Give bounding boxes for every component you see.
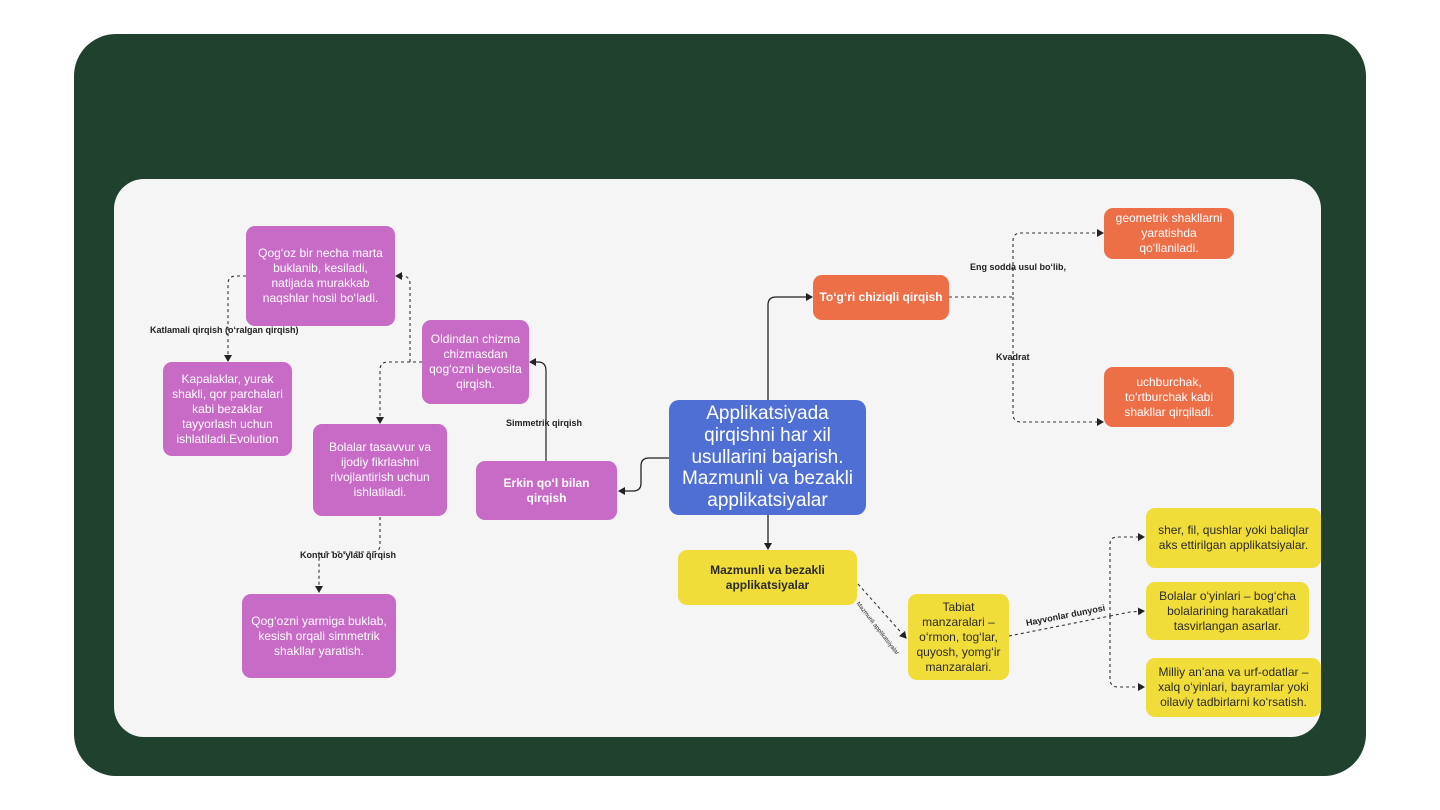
node-text: Qog‘oz bir necha marta buklanib, kesilad… (258, 246, 383, 305)
node-text: Kapalaklar, yurak shakli, qor parchalari… (172, 371, 283, 446)
link-bolalar-to-yarmiga (315, 517, 381, 593)
central-topic-text: Applikatsiyada qirqishni har xil usullar… (681, 402, 854, 512)
node-text: Erkin qo‘l bilan qirqish (503, 475, 590, 505)
link-togri-to-geometrik (949, 229, 1104, 298)
node-text: To‘g‘ri chiziqli qirqish (819, 290, 943, 304)
node-text: sher, fil, qushlar yoki baliqlar aks ett… (1158, 523, 1309, 552)
link-to-sher (1109, 533, 1145, 616)
edge-label-eng-sodda: Eng sodda usul bo‘lib, (970, 262, 1066, 272)
node-yarmiga-buklab[interactable]: Qog‘ozni yarmiga buklab, kesish orqali s… (242, 594, 396, 678)
node-geometrik[interactable]: geometrik shakllarni yaratishda qo‘llani… (1104, 208, 1234, 259)
node-erkin-qol[interactable]: Erkin qo‘l bilan qirqish (476, 461, 617, 520)
node-kapalaklar[interactable]: Kapalaklar, yurak shakli, qor parchalari… (163, 362, 292, 456)
link-oldindan-to-qogoz (395, 272, 422, 363)
link-tabiat-to-center (1008, 615, 1111, 637)
node-bolalar-tasavvur[interactable]: Bolalar tasavvur va ijodiy fikrlashni ri… (313, 424, 447, 516)
node-text: Mazmunli va bezakli applikatsiyalar (710, 562, 825, 592)
node-togri-chiziqli[interactable]: To‘g‘ri chiziqli qirqish (813, 275, 949, 320)
node-oldindan-chizma[interactable]: Oldindan chizma chizmasdan qog‘ozni bevo… (422, 320, 529, 404)
node-text: Bolalar o‘yinlari – bog‘cha bolalarining… (1159, 588, 1296, 633)
link-to-bolalar-oyinlari (1109, 607, 1145, 617)
node-text: Bolalar tasavvur va ijodiy fikrlashni ri… (328, 440, 432, 499)
link-to-milliy (1109, 616, 1145, 691)
link-central-to-erkin (618, 457, 669, 495)
node-text: Oldindan chizma chizmasdan qog‘ozni bevo… (429, 332, 522, 391)
node-bolalar-oyinlari[interactable]: Bolalar o‘yinlari – bog‘cha bolalarining… (1146, 582, 1309, 640)
link-oldindan-to-bolalar (376, 361, 422, 424)
edge-label-kontur: Kontur bo‘ylab qirqish (300, 550, 396, 560)
edge-label-simmetrik: Simmetrik qirqish (506, 418, 583, 428)
node-text: Milliy an’ana va urf-odatlar – xalq o‘yi… (1158, 665, 1309, 709)
node-tabiat[interactable]: Tabiat manzaralari – o‘rmon, tog‘lar, qu… (908, 594, 1009, 680)
node-sher[interactable]: sher, fil, qushlar yoki baliqlar aks ett… (1146, 508, 1321, 568)
central-topic-node[interactable]: Applikatsiyada qirqishni har xil usullar… (669, 400, 866, 515)
edge-label-katlamali: Katlamali qirqish (o‘ralgan qirqish) (150, 325, 299, 335)
node-text: uchburchak, to‘rtburchak kabi shakllar q… (1124, 374, 1214, 419)
node-uchburchak[interactable]: uchburchak, to‘rtburchak kabi shakllar q… (1104, 367, 1234, 427)
node-milliy[interactable]: Milliy an’ana va urf-odatlar – xalq o‘yi… (1146, 658, 1321, 717)
link-qogoz-to-kapalaklar (224, 275, 246, 362)
node-text: Qog‘ozni yarmiga buklab, kesish orqali s… (251, 613, 387, 658)
node-mazmunli[interactable]: Mazmunli va bezakli applikatsiyalar (678, 550, 857, 605)
link-erkin-to-oldindan (529, 358, 547, 461)
link-mazmunli-to-tabiat (857, 583, 907, 639)
edge-label-kvadrat: Kvadrat (996, 352, 1030, 362)
node-text: geometrik shakllarni yaratishda qo‘llani… (1115, 211, 1223, 255)
node-qogoz-buklanib[interactable]: Qog‘oz bir necha marta buklanib, kesilad… (246, 226, 395, 326)
node-text: Tabiat manzaralari – o‘rmon, tog‘lar, qu… (916, 599, 1001, 674)
link-central-to-togri (767, 293, 813, 400)
